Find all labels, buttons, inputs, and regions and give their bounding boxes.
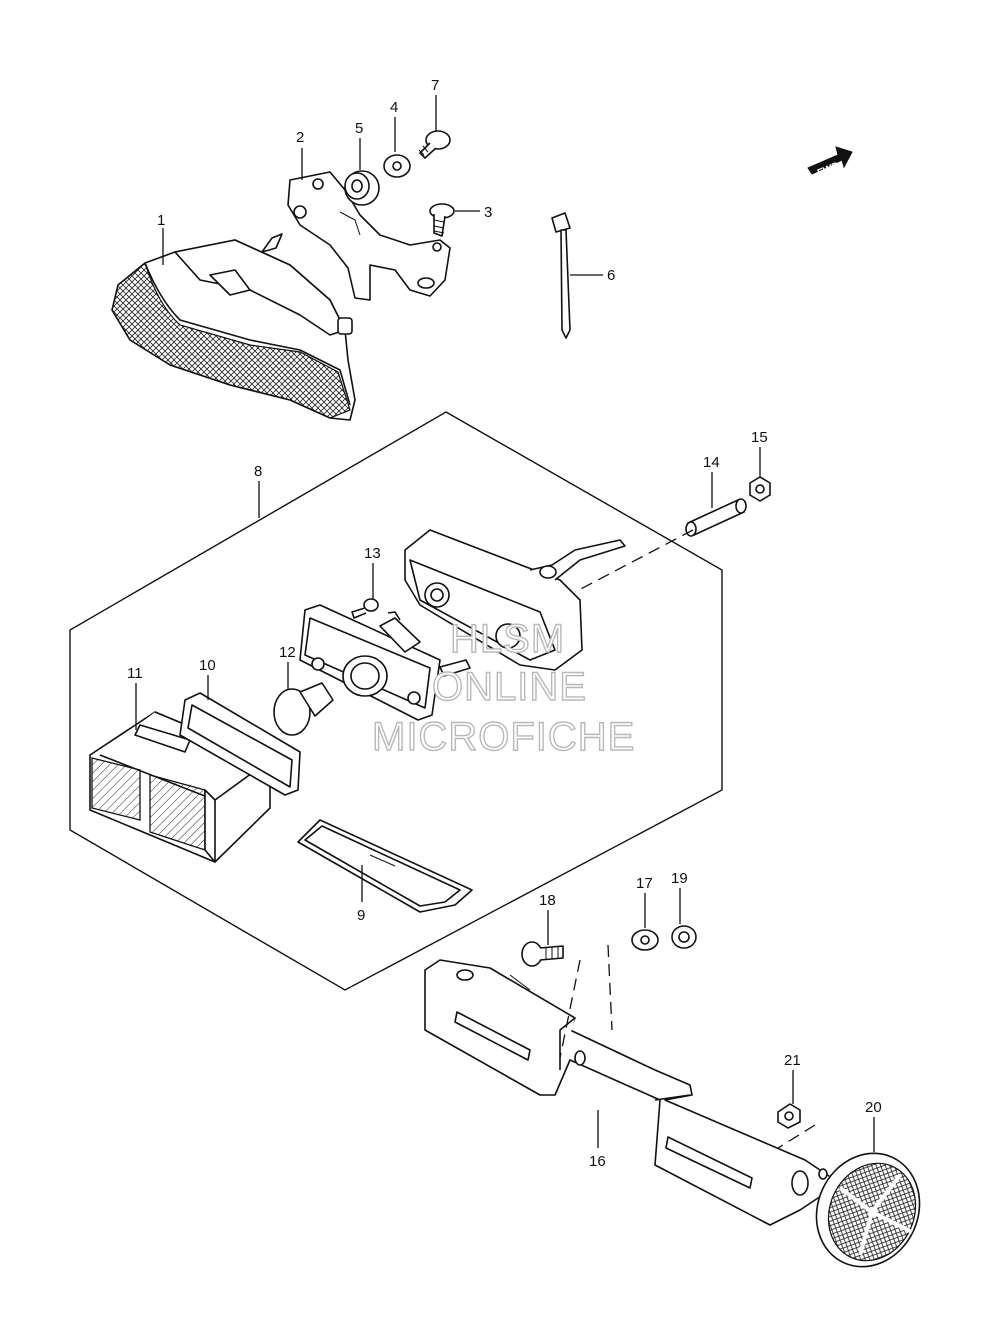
callout-14: 14 (703, 454, 720, 471)
callout-3: 3 (484, 204, 492, 221)
tail-lamp-assembly (111, 233, 356, 421)
bulb-socket-plate (299, 604, 471, 721)
washer-4 (383, 154, 411, 178)
callout-18: 18 (539, 892, 556, 909)
callout-16: 16 (589, 1153, 606, 1170)
callout-21: 21 (784, 1052, 801, 1069)
lamp-housing-8 (404, 529, 626, 671)
callout-5: 5 (355, 120, 363, 137)
callout-1: 1 (157, 212, 165, 229)
callout-10: 10 (199, 657, 216, 674)
license-bracket-16 (424, 959, 833, 1226)
callout-20: 20 (865, 1099, 882, 1116)
reflector-20 (815, 1152, 921, 1268)
nut-15 (749, 476, 771, 502)
screw-13 (351, 598, 379, 619)
align-line-17 (607, 944, 613, 1031)
align-line-21 (777, 1124, 816, 1149)
cable-tie-6 (551, 212, 571, 339)
screw-3 (429, 203, 455, 237)
callout-9: 9 (357, 907, 365, 924)
callout-12: 12 (279, 644, 296, 661)
fwd-direction-badge: FWD (807, 146, 853, 179)
bolt-18 (521, 941, 564, 967)
callout-17: 17 (636, 875, 653, 892)
align-line-14 (574, 529, 694, 593)
bolt-7 (418, 130, 451, 159)
watermark: HLSM ONLINE MICROFICHE (371, 616, 635, 759)
assembly-8-outline (69, 411, 723, 991)
washer-17 (631, 929, 659, 951)
callout-7: 7 (431, 77, 439, 94)
callout-labels: 1 2 3 4 5 6 7 8 9 10 11 12 13 14 15 16 1… (127, 77, 882, 1170)
watermark-line-3: MICROFICHE (372, 715, 635, 759)
bulb-12 (273, 682, 334, 736)
grommet-5 (344, 170, 380, 206)
callout-11: 11 (127, 665, 143, 682)
leader-lines (135, 95, 875, 1152)
callout-4: 4 (390, 99, 398, 116)
gasket-10 (179, 692, 301, 796)
license-lens-9 (297, 819, 473, 913)
watermark-line-1: HLSM (450, 617, 565, 661)
callout-8: 8 (254, 463, 262, 480)
mounting-bracket (287, 171, 451, 301)
watermark-line-2: ONLINE (432, 665, 587, 709)
callout-13: 13 (364, 545, 381, 562)
callout-6: 6 (607, 267, 615, 284)
spacer-14 (685, 498, 747, 537)
callout-15: 15 (751, 429, 768, 446)
callout-19: 19 (671, 870, 688, 887)
callout-2: 2 (296, 129, 304, 146)
nut-21 (777, 1103, 801, 1129)
align-line-18 (559, 959, 581, 1059)
grommet-19 (671, 925, 697, 949)
